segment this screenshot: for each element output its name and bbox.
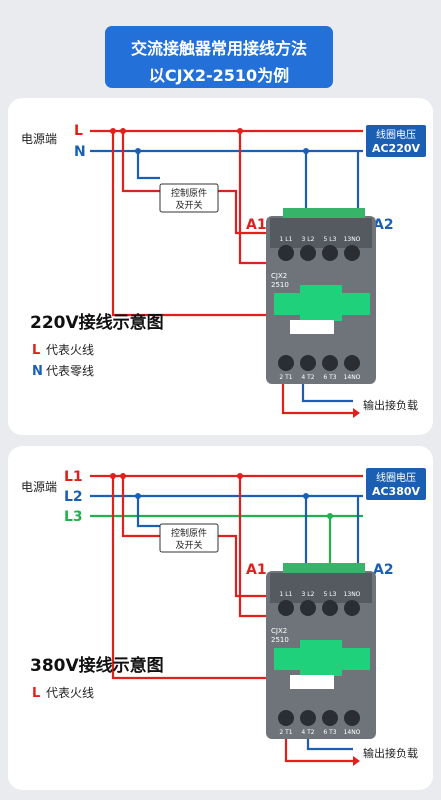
terminal-bottom-2: 4 T2 bbox=[301, 374, 314, 381]
control-label-2: 及开关 bbox=[175, 199, 202, 211]
contactor-body bbox=[266, 563, 376, 739]
coil-voltage-box bbox=[366, 125, 426, 157]
control-label-1: 控制原件 bbox=[171, 187, 207, 199]
junction-dot bbox=[120, 473, 126, 479]
terminal-top-2: 3 L2 bbox=[302, 236, 315, 243]
line-l1-label: L1 bbox=[64, 469, 83, 485]
junction-dot bbox=[327, 513, 333, 519]
line-l2-label: L2 bbox=[64, 489, 83, 505]
source-label: 电源端 bbox=[21, 480, 57, 494]
line-l3-label: L3 bbox=[64, 509, 83, 525]
control-switch-box bbox=[159, 183, 219, 213]
output-label: 输出接负载 bbox=[363, 746, 418, 760]
panel-380v: 电源端 L1 L2 L3 控制原件 及开关 线圈电压 AC380V A1 A2 bbox=[8, 446, 433, 790]
coil-voltage-value: AC380V bbox=[372, 485, 421, 498]
wire-n-control bbox=[136, 151, 160, 180]
source-label: 电源端 bbox=[21, 132, 57, 146]
legend-l-key: L bbox=[32, 343, 40, 358]
junction-dot bbox=[135, 493, 141, 499]
legend-l-text: 代表火线 bbox=[46, 343, 94, 357]
coil-voltage-label: 线圈电压 bbox=[376, 128, 416, 141]
terminal-bottom-3: 6 T3 bbox=[323, 729, 336, 736]
terminal-bottom-1: 2 T1 bbox=[279, 374, 292, 381]
wire-l2-control bbox=[136, 496, 160, 528]
wire-l-control bbox=[121, 131, 160, 193]
line-n-label: N bbox=[74, 144, 86, 160]
diagram-title-220v: 220V接线示意图 bbox=[30, 312, 164, 333]
model-label-2: 2510 bbox=[271, 281, 289, 289]
terminal-top-1: 1 L1 bbox=[280, 591, 293, 598]
a2-label: A2 bbox=[373, 217, 394, 233]
junction-dot bbox=[237, 128, 243, 134]
terminal-bottom-1: 2 T1 bbox=[279, 729, 292, 736]
a2-label: A2 bbox=[373, 562, 394, 578]
coil-voltage-value: AC220V bbox=[372, 142, 421, 155]
legend-l-key: L bbox=[32, 686, 40, 701]
control-switch-box bbox=[159, 523, 219, 553]
wire-control-a1 bbox=[218, 534, 270, 598]
arrow-out bbox=[353, 408, 360, 418]
arrow-out bbox=[353, 756, 360, 766]
model-label-1: CJX2 bbox=[271, 272, 287, 280]
terminal-top-4: 13NO bbox=[344, 236, 361, 243]
terminal-top-1: 1 L1 bbox=[280, 236, 293, 243]
control-label-2: 及开关 bbox=[175, 539, 202, 551]
model-label-2: 2510 bbox=[271, 636, 289, 644]
a1-label: A1 bbox=[246, 217, 267, 233]
junction-dot bbox=[237, 473, 243, 479]
junction-dot bbox=[303, 493, 309, 499]
junction-dot bbox=[303, 148, 309, 154]
legend-l-text: 代表火线 bbox=[46, 686, 94, 700]
coil-voltage-box bbox=[366, 468, 426, 500]
terminal-top-4: 13NO bbox=[344, 591, 361, 598]
junction-dot bbox=[110, 473, 116, 479]
terminal-top-3: 5 L3 bbox=[324, 591, 337, 598]
wire-l1-control bbox=[121, 476, 160, 538]
title-line-2: 以CJX2-2510为例 bbox=[148, 66, 290, 85]
terminal-bottom-4: 14NO bbox=[344, 374, 361, 381]
line-l-label: L bbox=[74, 123, 83, 139]
model-label-1: CJX2 bbox=[271, 627, 287, 635]
control-label-1: 控制原件 bbox=[171, 527, 207, 539]
a1-label: A1 bbox=[246, 562, 267, 578]
coil-voltage-label: 线圈电压 bbox=[376, 471, 416, 484]
terminal-top-3: 5 L3 bbox=[324, 236, 337, 243]
wiring-diagram-380v: 电源端 L1 L2 L3 控制原件 及开关 线圈电压 AC380V A1 A2 bbox=[21, 468, 426, 766]
junction-dot bbox=[120, 128, 126, 134]
wiring-diagram-220v: 电源端 L N 控制原件 及开关 线圈电压 AC220V bbox=[21, 123, 426, 418]
contactor-body bbox=[266, 208, 376, 384]
panel-220v: 电源端 L N 控制原件 及开关 线圈电压 AC220V bbox=[8, 98, 433, 435]
title-line-1: 交流接触器常用接线方法 bbox=[130, 39, 307, 58]
junction-dot bbox=[135, 148, 141, 154]
legend-n-key: N bbox=[32, 364, 43, 379]
terminal-bottom-2: 4 T2 bbox=[301, 729, 314, 736]
junction-dot bbox=[110, 128, 116, 134]
terminal-top-2: 3 L2 bbox=[302, 591, 315, 598]
title-banner: 交流接触器常用接线方法 以CJX2-2510为例 bbox=[105, 26, 333, 88]
terminal-bottom-3: 6 T3 bbox=[323, 374, 336, 381]
output-label: 输出接负载 bbox=[363, 398, 418, 412]
wire-control-a1 bbox=[218, 189, 270, 235]
legend-n-text: 代表零线 bbox=[46, 364, 94, 378]
diagram-title-380v: 380V接线示意图 bbox=[30, 655, 164, 676]
terminal-bottom-4: 14NO bbox=[344, 729, 361, 736]
